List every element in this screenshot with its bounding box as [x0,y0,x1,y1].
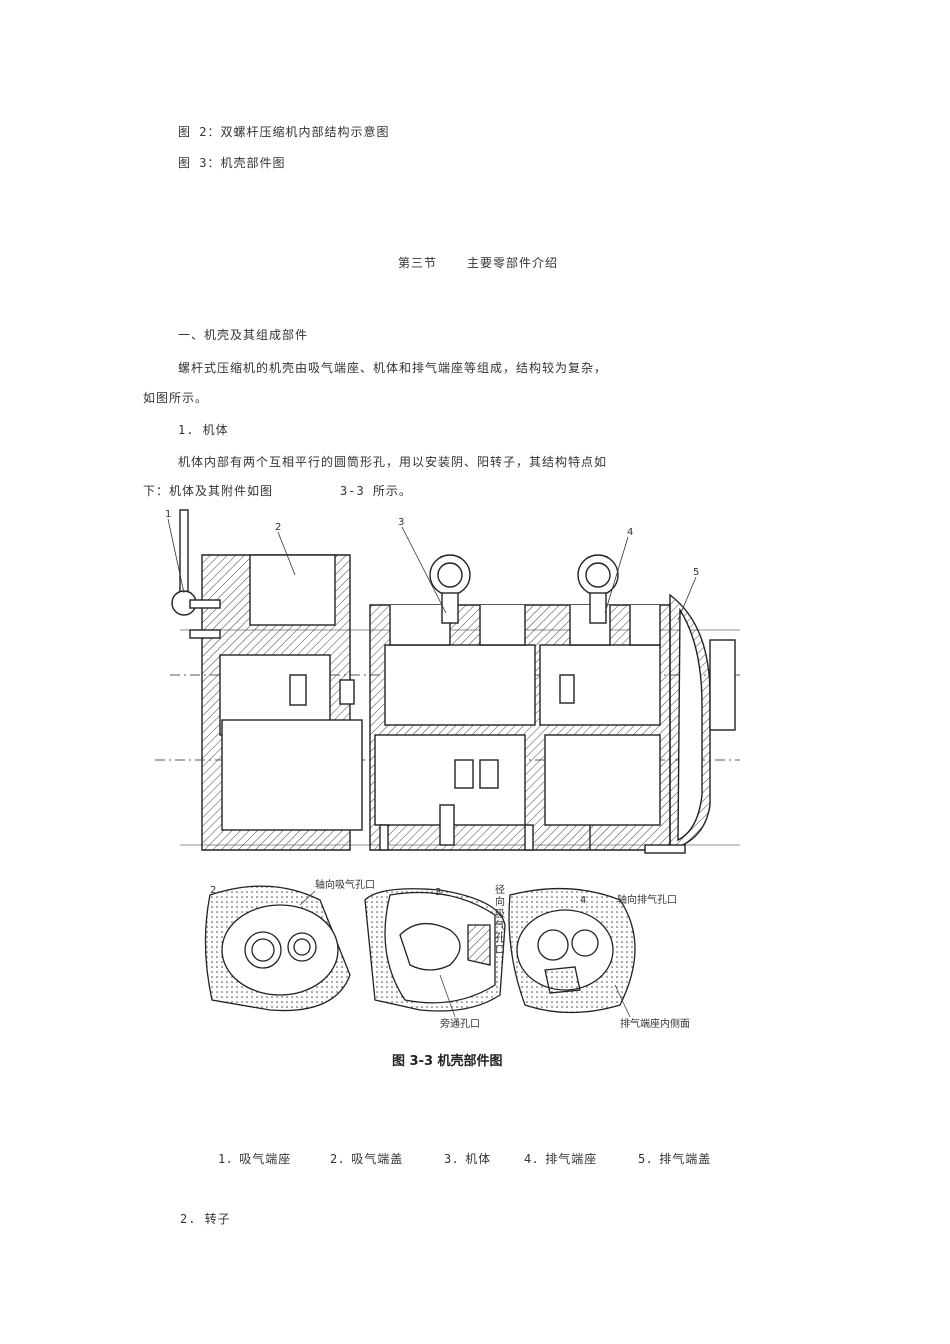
paragraph-2-line-3: 3-3 所示。 [340,484,412,498]
svg-text:口: 口 [495,945,505,956]
sub-heading: 一、机壳及其组成部件 [178,328,309,342]
label-bypass: 旁通孔口 [440,1017,480,1030]
svg-text:孔: 孔 [495,932,505,944]
item-2-heading: 2. 转子 [180,1212,231,1226]
callout-5: 5 [693,567,699,578]
item-1-heading: 1. 机体 [178,423,229,437]
paragraph-1-line-1: 螺杆式压缩机的机壳由吸气端座、机体和排气端座等组成，结构较为复杂， [178,361,608,375]
paragraph-1-line-2: 如图所示。 [143,391,209,405]
section-title: 主要零部件介绍 [467,256,559,270]
section-callouts: 1 2 3 4 5 [165,509,699,621]
legend-item-1: 1．吸气端座 [218,1152,292,1166]
callout-4: 4 [627,527,633,538]
svg-text:向: 向 [495,895,505,908]
callout-3: 3 [398,517,404,528]
parts-labels: 2 3 4 轴向吸气孔口 径 向 吸 气 孔 口 轴向排气孔口 旁通孔口 排气端… [210,878,690,1030]
parts-views [204,885,636,1014]
svg-text:径: 径 [495,883,505,896]
callout-1: 1 [165,509,171,520]
figure-2-line: 图 2：双螺杆压缩机内部结构示意图 [178,125,390,139]
paragraph-2-line-2: 下：机体及其附件如图 [143,484,274,498]
legend-item-5: 5．排气端盖 [638,1152,712,1166]
legend-item-2: 2．吸气端盖 [330,1152,404,1166]
figure-caption: 图 3-3 机壳部件图 [392,1053,503,1069]
label-axial-discharge: 轴向排气孔口 [617,893,677,906]
label-axial-suction: 轴向吸气孔口 [315,878,375,891]
figure-3-line: 图 3：机壳部件图 [178,156,286,170]
sub-callout-3: 3 [435,887,441,898]
legend-item-4: 4．排气端座 [524,1152,598,1166]
section-drawing [155,509,740,854]
callout-2: 2 [275,522,281,533]
sub-callout-2: 2 [210,885,216,896]
legend-item-3: 3．机体 [444,1152,492,1166]
svg-text:气: 气 [495,919,505,932]
svg-text:吸: 吸 [495,909,505,920]
label-discharge-inner: 排气端座内侧面 [620,1017,690,1030]
paragraph-2-line-1: 机体内部有两个互相平行的圆筒形孔，用以安装阴、阳转子，其结构特点如 [178,455,608,469]
compressor-casing-figure: 1 2 3 4 5 2 3 4 轴向吸气孔口 径 向 [155,509,740,1069]
label-radial-suction: 径 向 吸 气 孔 口 [495,883,505,956]
sub-callout-4: 4 [580,895,586,906]
section-number: 第三节 [398,256,438,270]
